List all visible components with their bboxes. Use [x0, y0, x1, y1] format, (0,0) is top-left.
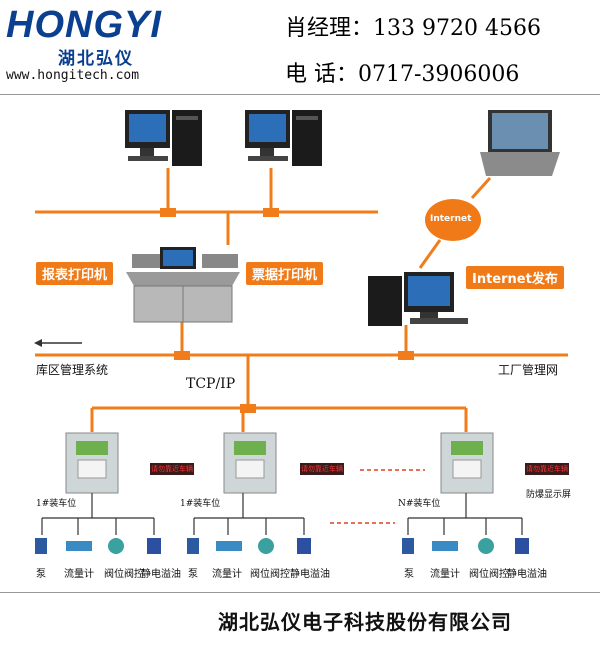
ticket-printer-label: 票据打印机: [246, 262, 324, 285]
internet-publish-label: Internet发布: [466, 266, 564, 289]
station-2-label: 1#装车位: [180, 499, 221, 509]
device-pump-label: 泵: [188, 569, 198, 580]
website-text: www.hongitech.com: [6, 68, 140, 83]
footer-company-name: 湖北弘仪电子科技股份有限公司: [218, 610, 512, 634]
device-flowmeter-label: 流量计: [64, 569, 94, 580]
device-pump-label: 泵: [36, 569, 46, 580]
depot-system-label: 库区管理系统: [36, 363, 109, 377]
device-static-label: 静电溢油: [141, 569, 181, 580]
explosion-display-label: 防爆显示屏: [526, 490, 572, 500]
tcp-ip-label: TCP/IP: [186, 376, 236, 392]
footer-divider: [0, 592, 600, 593]
network-lines: [35, 168, 568, 432]
station-2: [223, 432, 344, 494]
station-1-label: 1#装车位: [36, 499, 77, 509]
report-printer-label: 报表打印机: [36, 262, 114, 285]
header-divider: [0, 94, 600, 95]
device-flowmeter-label: 流量计: [430, 569, 460, 580]
device-flowmeter-label: 流量计: [212, 569, 242, 580]
factory-network-label: 工厂管理网: [498, 363, 559, 377]
internet-cloud-label: Internet: [430, 214, 472, 224]
device-pump-label: 泵: [404, 569, 414, 580]
device-valve-label: 阀位阀控: [104, 569, 144, 580]
device-wiring: [41, 493, 523, 535]
workstation-2: [245, 110, 322, 166]
internet-cloud: [425, 199, 481, 241]
device-static-label: 静电溢油: [290, 569, 330, 580]
laptop: [480, 110, 560, 176]
company-short-name: 湖北弘仪: [58, 49, 134, 69]
device-valve-label: 阀位阀控: [469, 569, 509, 580]
control-console: [126, 247, 240, 323]
device-static-label: 静电溢油: [507, 569, 547, 580]
bus-connectors: [160, 208, 414, 413]
led-display-1-text: 请勿靠近车辆: [151, 465, 193, 473]
station-1: [65, 432, 194, 494]
led-display-2-text: 请勿靠近车辆: [301, 465, 343, 473]
field-devices: [35, 538, 529, 554]
led-display-n-text: 请勿靠近车辆: [526, 465, 568, 473]
phone-contact: 电 话：0717-3906006: [285, 62, 520, 87]
manager-contact: 肖经理：133 9720 4566: [285, 16, 541, 41]
device-valve-label: 阀位阀控: [250, 569, 290, 580]
station-n: [440, 432, 569, 494]
company-logo: HONGYI: [6, 4, 162, 46]
workstation-1: [125, 110, 202, 166]
station-n-label: N#装车位: [398, 499, 441, 509]
internet-publish-pc: [368, 272, 468, 326]
